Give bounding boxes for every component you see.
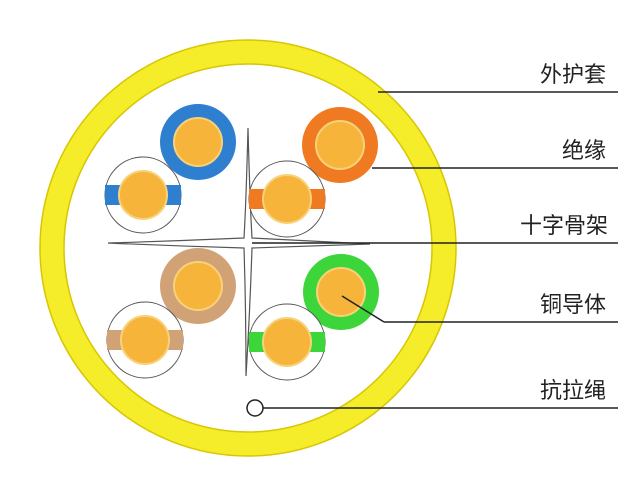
label-ripcord: 抗拉绳 [540,379,606,404]
copper-conductor-pointed [316,267,366,317]
copper-conductor [315,120,365,170]
pair-brown [106,248,236,379]
label-copper-conductor: 铜导体 [540,293,606,318]
pair-blue [104,104,236,234]
ripcord [246,399,264,417]
cross-filler-shape [107,127,371,377]
copper-conductor [173,117,223,167]
pair-orange [248,107,378,238]
leader-line-copper-conductor-a [341,295,385,323]
pair-green [248,254,379,381]
copper-conductor [262,174,312,224]
cross-filler [107,127,371,377]
copper-conductor [120,315,170,365]
copper-conductor [262,317,312,367]
label-outer-jacket: 外护套 [540,63,606,88]
copper-conductor [118,170,168,220]
copper-conductor [173,261,223,311]
label-cross-filler: 十字骨架 [520,214,608,239]
label-insulation: 绝缘 [562,139,606,164]
leader-lines [252,91,618,409]
